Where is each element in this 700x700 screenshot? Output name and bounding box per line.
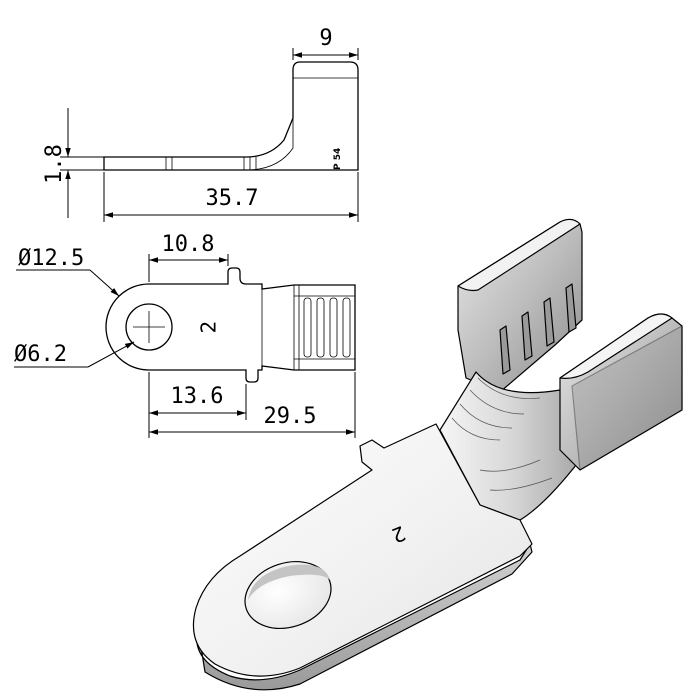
iso-slot <box>565 283 577 333</box>
dim-13-6-label: 13.6 <box>171 384 224 409</box>
dim-hole-leader <box>87 341 135 368</box>
side-view-profile <box>103 61 359 171</box>
dim-10-8-label: 10.8 <box>162 232 215 257</box>
top-view-size-mark: 2 <box>197 321 221 334</box>
top-view-slot <box>342 297 351 358</box>
iso-slot <box>543 297 555 347</box>
dim-ring-leader <box>89 269 120 297</box>
iso-ring-hole-wall <box>248 564 330 600</box>
top-view: 2 Ø12.5 Ø6.2 10.8 13.6 29.5 <box>14 232 356 438</box>
iso-back-wing-top <box>457 218 581 292</box>
iso-back-wing <box>457 218 583 393</box>
iso-slot <box>521 311 533 361</box>
dim-35-7-label: 35.7 <box>206 186 259 211</box>
top-view-slot <box>303 297 312 358</box>
side-view-bend-inner <box>245 118 294 171</box>
dim-ring-diameter-label: Ø12.5 <box>18 246 84 271</box>
iso-slot <box>499 325 511 375</box>
top-view-slot <box>329 297 338 358</box>
dim-hole-diameter-label: Ø6.2 <box>14 342 67 367</box>
dim-29-5-label: 29.5 <box>264 404 317 429</box>
side-view-stamp: P 54 <box>333 148 343 170</box>
iso-bend-ribs <box>451 377 553 491</box>
top-view-slot <box>316 297 325 358</box>
iso-front-wing-top <box>559 313 673 379</box>
side-view: P 54 9 1.8 35.7 <box>42 26 359 222</box>
dim-9-label: 9 <box>319 26 332 51</box>
iso-front-wing-face <box>571 325 683 471</box>
iso-view: 2 <box>192 218 683 691</box>
top-view-outline <box>105 267 356 383</box>
dim-1-8-label: 1.8 <box>42 144 67 184</box>
iso-tongue-edge <box>196 543 533 691</box>
